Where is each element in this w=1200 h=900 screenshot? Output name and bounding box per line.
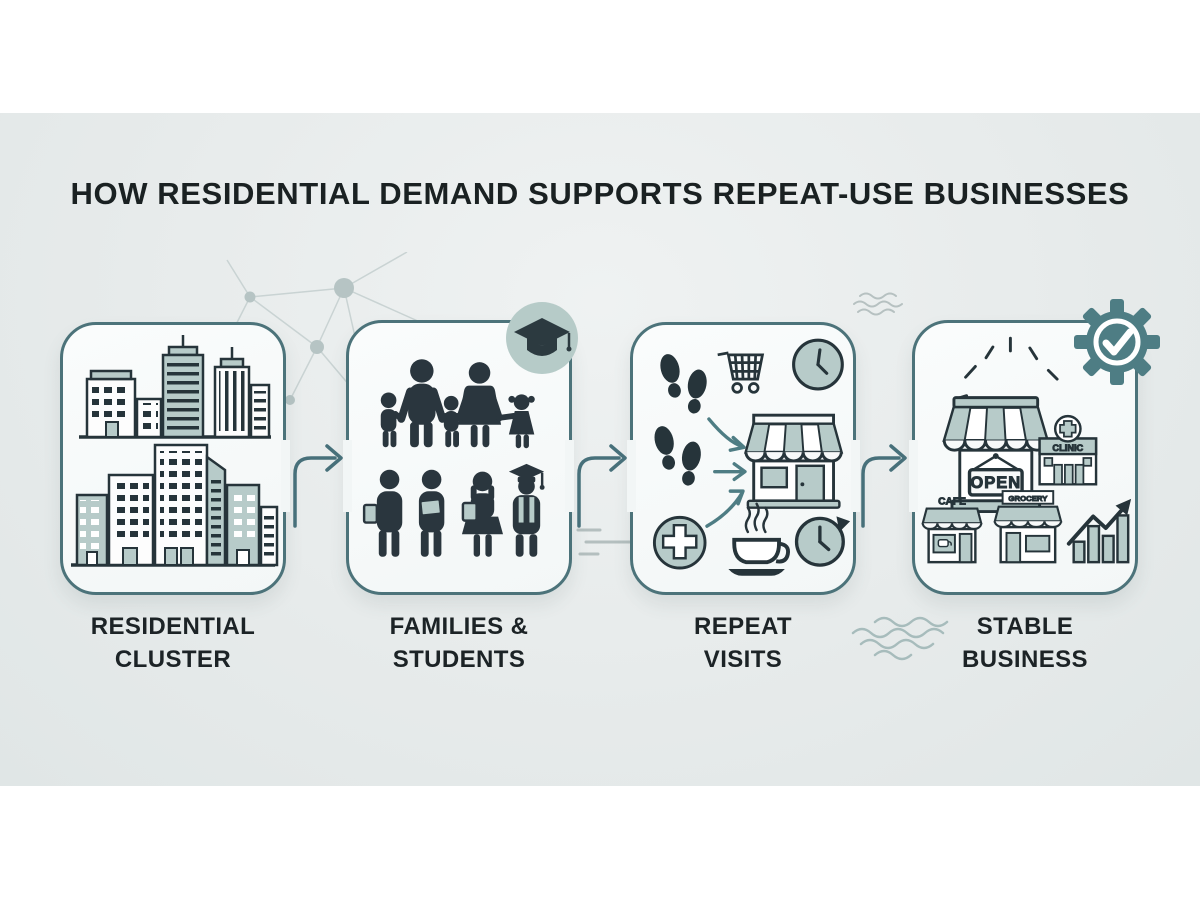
- label-line: STABLE: [976, 613, 1074, 640]
- label-line: STUDENTS: [392, 646, 526, 673]
- coffee-cup-icon: [728, 502, 791, 576]
- grocery-sign-text: GROCERY: [1008, 494, 1048, 503]
- gear-checkmark-badge-icon: [1074, 299, 1160, 385]
- clock-refresh-icon: [794, 516, 851, 567]
- border-gap: [851, 440, 860, 512]
- step-label-stable-business: STABLE BUSINESS: [912, 610, 1138, 676]
- cafe-icon: CAFE: [921, 496, 983, 564]
- repeat-visits-illustration: [652, 338, 851, 576]
- grocery-icon: GROCERY: [993, 490, 1063, 564]
- family-group: [380, 359, 535, 449]
- step-label-residential-cluster: RESIDENTIAL CLUSTER: [60, 610, 286, 676]
- border-gap: [281, 440, 290, 512]
- flow-arrows: [705, 417, 747, 528]
- step-panel-stable-business: OPEN CLINIC CAFE: [912, 320, 1138, 595]
- step-panel-residential-cluster: [60, 322, 286, 595]
- open-sign-text: OPEN: [970, 473, 1021, 492]
- cafe-sign-text: CAFE: [938, 497, 966, 508]
- step-label-families-students: FAMILIES & STUDENTS: [346, 610, 572, 676]
- open-store-icon: OPEN: [942, 396, 1050, 513]
- connector-arrow-1: [293, 444, 343, 528]
- label-line: RESIDENTIAL: [90, 613, 256, 640]
- growth-chart-icon: [1066, 498, 1132, 564]
- border-gap: [909, 440, 918, 512]
- label-line: BUSINESS: [962, 646, 1088, 673]
- footprints-icon: [660, 354, 707, 414]
- shopping-cart-icon: [717, 351, 765, 394]
- wavy-lines-bottom: [851, 616, 949, 661]
- border-gap: [565, 440, 574, 512]
- clinic-icon: CLINIC: [1038, 414, 1098, 486]
- rays-decoration: [952, 336, 1059, 402]
- lower-skyline: [71, 443, 279, 567]
- connector-arrow-2: [577, 444, 627, 528]
- stable-business-illustration: OPEN CLINIC CAFE: [921, 336, 1132, 564]
- speed-dashes: [576, 528, 638, 556]
- label-line: FAMILIES &: [389, 613, 529, 640]
- wavy-lines-top: [853, 292, 903, 316]
- people-illustration: [362, 359, 545, 557]
- clock-icon: [792, 338, 844, 391]
- medical-plus-icon: [652, 515, 707, 570]
- upper-skyline: [79, 335, 271, 439]
- label-line: CLUSTER: [114, 646, 232, 673]
- storefront-icon: [744, 413, 844, 509]
- step-panel-repeat-visits: [630, 322, 856, 595]
- clinic-sign-text: CLINIC: [1052, 443, 1083, 453]
- label-line: REPEAT: [694, 613, 792, 640]
- label-line: VISITS: [703, 646, 783, 673]
- students-group: [362, 463, 545, 557]
- connector-arrow-3: [861, 444, 907, 528]
- border-gap: [343, 440, 352, 512]
- border-gap: [627, 440, 636, 512]
- footprints-icon: [654, 426, 701, 486]
- graduation-cap-badge-icon: [506, 302, 578, 374]
- city-illustration: [71, 335, 279, 567]
- step-label-repeat-visits: REPEAT VISITS: [630, 610, 856, 676]
- page-title: HOW RESIDENTIAL DEMAND SUPPORTS REPEAT-U…: [70, 176, 1130, 211]
